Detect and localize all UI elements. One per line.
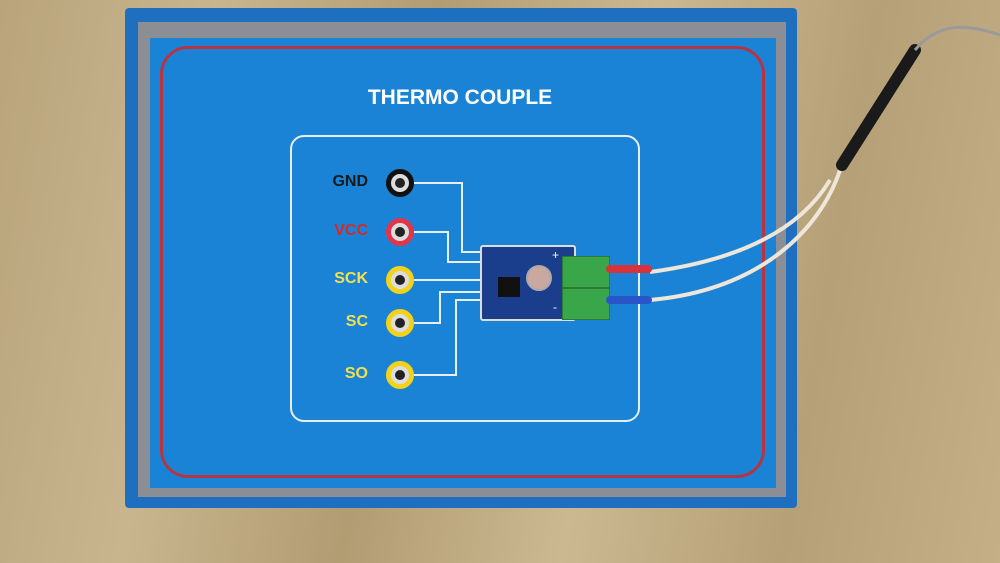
screw-icon [526, 265, 552, 291]
pin-label-gnd: GND [332, 173, 368, 190]
jack-so[interactable] [386, 361, 414, 389]
plus-label: + [552, 248, 560, 262]
terminal-positive [562, 256, 610, 288]
pin-label-so: SO [344, 365, 368, 382]
jack-vcc[interactable] [386, 218, 414, 246]
chip [498, 277, 520, 297]
red-lug [606, 265, 652, 273]
pin-label-sc: SC [345, 313, 368, 330]
circuit-frame [290, 135, 640, 422]
minus-label: - [553, 300, 557, 314]
panel-title: THERMO COUPLE [367, 86, 553, 109]
pin-label-sck: SCK [334, 270, 368, 287]
terminal-negative [562, 288, 610, 320]
jack-sck[interactable] [386, 266, 414, 294]
jack-sc[interactable] [386, 309, 414, 337]
blue-lug [606, 296, 652, 304]
pin-label-vcc: VCC [334, 222, 368, 239]
jack-gnd[interactable] [386, 169, 414, 197]
max6675-module: + - [480, 245, 576, 321]
